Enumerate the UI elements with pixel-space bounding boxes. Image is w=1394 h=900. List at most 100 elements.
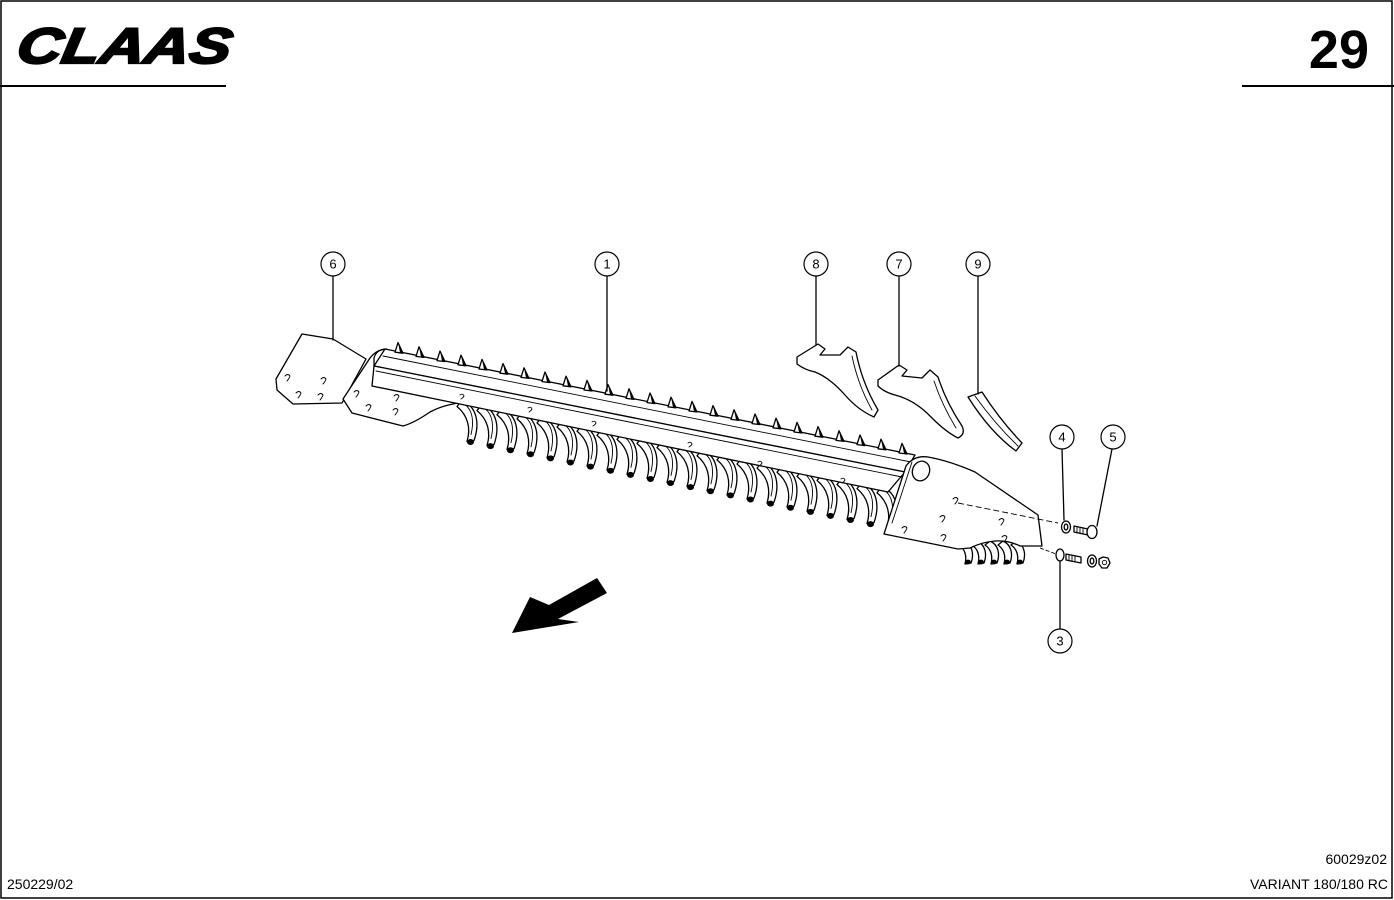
callout-label: 5: [1109, 430, 1116, 445]
callout-circle: [594, 251, 620, 277]
knife-tip: [747, 496, 754, 503]
knife-tip: [867, 521, 874, 528]
guide-plate-9-edge: [974, 395, 1019, 447]
leader-line: [1096, 448, 1113, 527]
knife-shading: [664, 445, 673, 477]
plate-bolt-mark: [353, 390, 360, 398]
washer-3b-hole: [1089, 557, 1095, 565]
callout-circle: [1049, 424, 1075, 450]
callout-circle: [886, 251, 912, 277]
callout-label: 8: [812, 257, 819, 272]
callout-4: 4: [1049, 424, 1075, 521]
rivet-mark: [840, 477, 846, 484]
stripper-7-outline: [877, 364, 964, 439]
right-plate-edge: [891, 461, 913, 524]
knife-shading: [484, 408, 493, 440]
tine-row: [394, 341, 908, 455]
right-plate-hole: [911, 460, 931, 482]
knife-shading: [584, 428, 593, 460]
top-tine-shade: [545, 372, 550, 383]
knife-shading: [624, 436, 633, 468]
top-tine-shade: [734, 409, 739, 421]
top-tine-shade: [650, 393, 655, 404]
top-tine-shade: [461, 355, 466, 366]
washer-4-hole: [1063, 523, 1069, 531]
callout-7: 7: [886, 251, 912, 367]
top-tine-shade: [860, 435, 865, 446]
plate-bolt-mark: [392, 408, 399, 416]
left-end-plate: [275, 333, 367, 405]
bolt-5-head: [1086, 524, 1098, 540]
stripper-part-7: [877, 364, 964, 439]
brand-logo: CLAAS: [13, 17, 237, 74]
document-code: 250229/02: [7, 876, 73, 892]
rivet-mark: [459, 393, 465, 400]
plate-bolt-mark: [901, 526, 908, 534]
short-knife-tip: [965, 559, 971, 565]
knife-tip: [527, 451, 534, 458]
callout-label: 7: [895, 257, 902, 272]
washer-3: [1055, 548, 1065, 562]
top-tine-shade: [566, 376, 571, 387]
header: CLAAS 29: [0, 16, 1394, 87]
top-tine-shade: [440, 351, 445, 362]
knife-tip: [627, 471, 634, 478]
top-tine-shade: [755, 414, 760, 425]
knife-shading: [504, 412, 513, 444]
knife-row: [456, 399, 898, 532]
callout-6: 6: [320, 251, 346, 341]
knife-tip: [707, 488, 714, 495]
knife-tip: [487, 443, 494, 450]
top-tine-shade: [776, 418, 781, 429]
stripper-8-outline: [796, 343, 879, 418]
footer: 60029z02 250229/02 VARIANT 180/180 RC: [7, 851, 1388, 892]
callout-label: 3: [1056, 634, 1063, 649]
rivet-mark: [757, 460, 763, 467]
knife-tip: [847, 517, 854, 524]
bolt-5-thread: [1076, 526, 1084, 535]
callout-circle: [1100, 424, 1126, 450]
short-knife: [997, 540, 1013, 565]
callout-circle: [803, 251, 829, 277]
plate-bolt-mark: [317, 393, 324, 401]
model-name: VARIANT 180/180 RC: [1250, 876, 1388, 892]
rivet-mark: [687, 441, 693, 448]
short-knife-tip: [1017, 559, 1023, 565]
plate-bolt-mark: [940, 534, 947, 542]
assembly-line-upper: [957, 502, 1059, 524]
plate-bolt-mark: [320, 377, 327, 385]
rivet-mark: [591, 420, 597, 427]
callout-label: 1: [603, 257, 610, 272]
callout-9: 9: [965, 251, 991, 395]
knife-tip: [687, 484, 694, 491]
left-plate-outline: [275, 333, 367, 405]
knife-tip: [607, 467, 614, 474]
knife-shading: [544, 420, 553, 452]
stripper-8-edge: [851, 355, 873, 411]
callout-label: 4: [1058, 430, 1065, 445]
bolt-3-shank: [1065, 553, 1082, 564]
rivet-mark: [527, 406, 533, 413]
right-plate-knives: [958, 540, 1026, 565]
knife-tip: [827, 512, 834, 519]
knife-shading: [844, 482, 853, 513]
plate-bolt-mark: [1001, 535, 1008, 543]
knife-shading: [684, 449, 693, 481]
knife-shading: [764, 465, 773, 497]
drawing-number: 60029z02: [1325, 851, 1387, 867]
top-tine-shade: [902, 443, 907, 454]
knife-tip: [807, 508, 814, 515]
callout-5: 5: [1096, 424, 1126, 527]
knife-shading: [804, 473, 813, 505]
short-knife-tip: [991, 559, 997, 565]
short-knife: [971, 540, 987, 565]
top-tine-shade: [629, 388, 634, 400]
callout-circle: [1047, 628, 1073, 654]
short-knife-tip: [1004, 559, 1010, 565]
direction-arrow: [512, 578, 607, 633]
knife-tip: [667, 480, 674, 487]
plate-bolt-mark: [998, 518, 1005, 526]
bar-left-end: [373, 348, 386, 367]
plate-bolt-mark: [295, 391, 302, 399]
